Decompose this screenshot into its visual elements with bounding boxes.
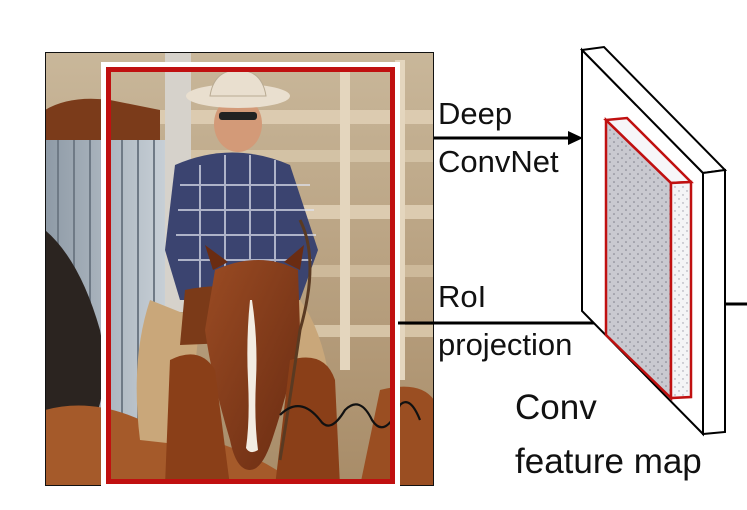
label-feature-map: feature map [515,442,702,481]
label-roi: RoI [438,279,487,314]
sunglasses [219,112,257,120]
rider-face [214,96,262,152]
conv-feature-map [579,45,728,437]
feature-map-side-face [702,168,726,436]
label-conv: Conv [515,388,597,427]
horse-blaze [246,300,258,453]
label-deep: Deep [438,96,513,131]
roi-bounding-box [101,62,400,489]
label-convnet: ConvNet [438,144,559,179]
reins [278,219,312,461]
horse-tail [45,230,104,420]
projected-roi-side [669,180,693,400]
arrow-deep-convnet [434,131,583,145]
photographer-signature [279,401,422,429]
label-projection: projection [438,327,573,362]
